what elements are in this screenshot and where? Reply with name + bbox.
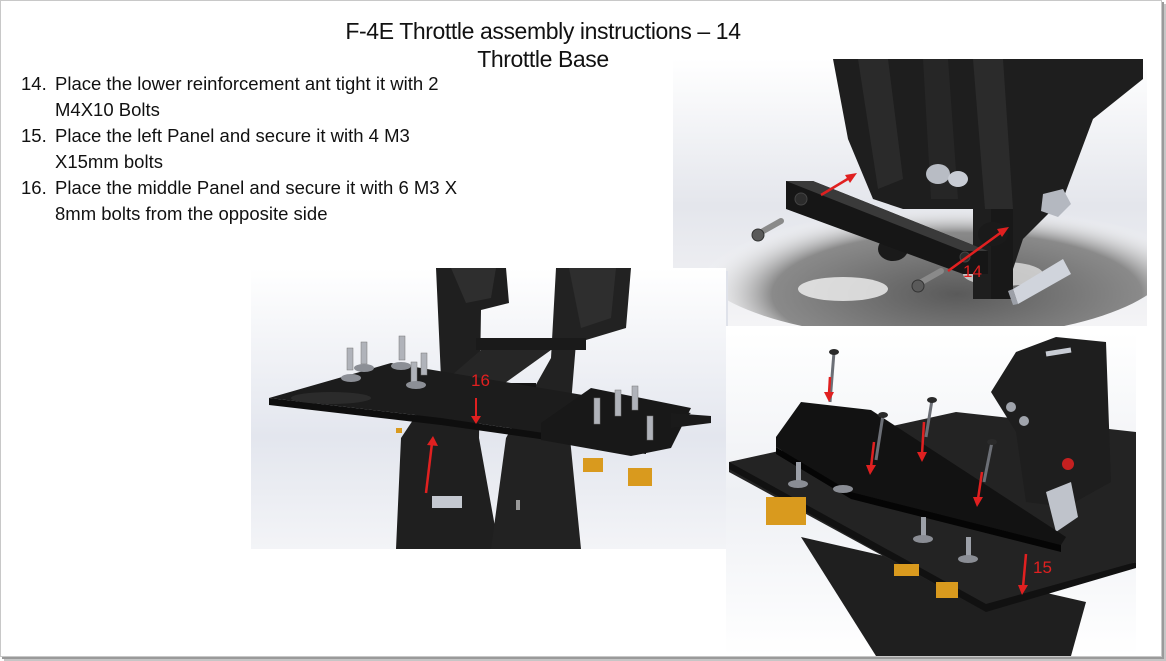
figure-lower-reinforcement: 14 [673,59,1147,326]
instruction-steps: 14. Place the lower reinforcement ant ti… [21,71,461,227]
figure-step-label-15: 15 [1033,558,1052,577]
figure-step-label-16: 16 [471,371,490,390]
step-number: 15. [21,125,47,146]
step-text: Place the middle Panel and secure it wit… [55,177,458,224]
step-item: 14. Place the lower reinforcement ant ti… [21,71,461,123]
figure-middle-panel: 16 [251,268,726,549]
step-text: Place the left Panel and secure it with … [55,125,410,172]
figure-step-label-14: 14 [963,262,982,281]
step-number: 14. [21,73,47,94]
slide-title: F-4E Throttle assembly instructions – 14… [323,17,763,73]
step-text: Place the lower reinforcement ant tight … [55,73,439,120]
step-item: 16. Place the middle Panel and secure it… [21,175,461,227]
title-line-1: F-4E Throttle assembly instructions – 14 [345,18,741,44]
title-line-2: Throttle Base [477,46,609,72]
step-number: 16. [21,177,47,198]
figure-left-panel: 15 [726,332,1136,656]
step-item: 15. Place the left Panel and secure it w… [21,123,461,175]
